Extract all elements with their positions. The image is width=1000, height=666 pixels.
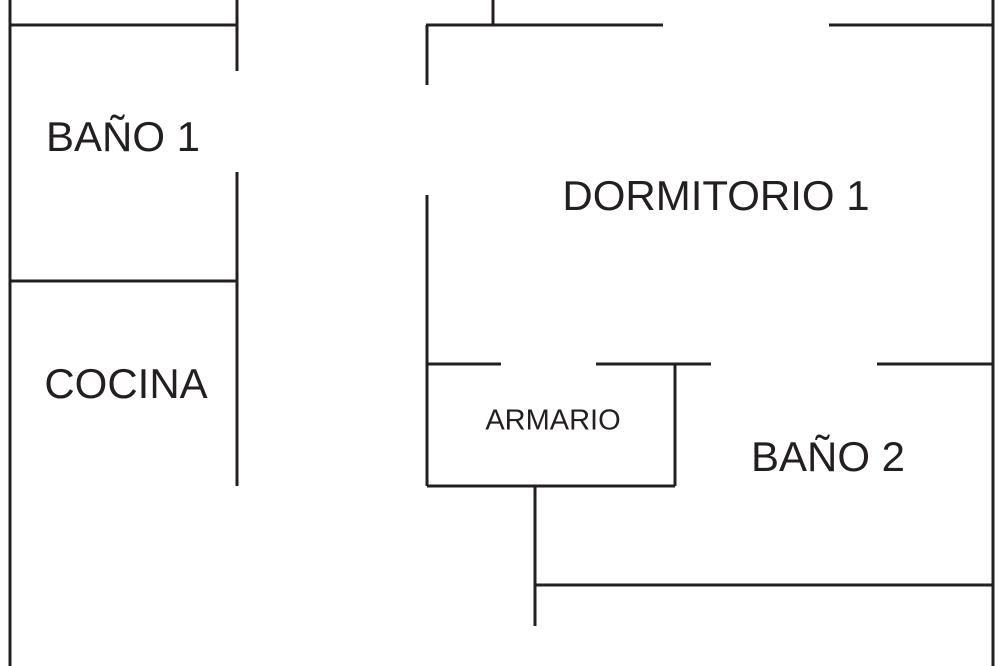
room-label-dormitorio1: DORMITORIO 1 (562, 172, 870, 219)
room-label-cocina: COCINA (44, 360, 208, 407)
room-label-bano2: BAÑO 2 (750, 433, 906, 480)
room-label-armario: ARMARIO (485, 404, 621, 437)
room-label-bano1: BAÑO 1 (45, 113, 201, 160)
